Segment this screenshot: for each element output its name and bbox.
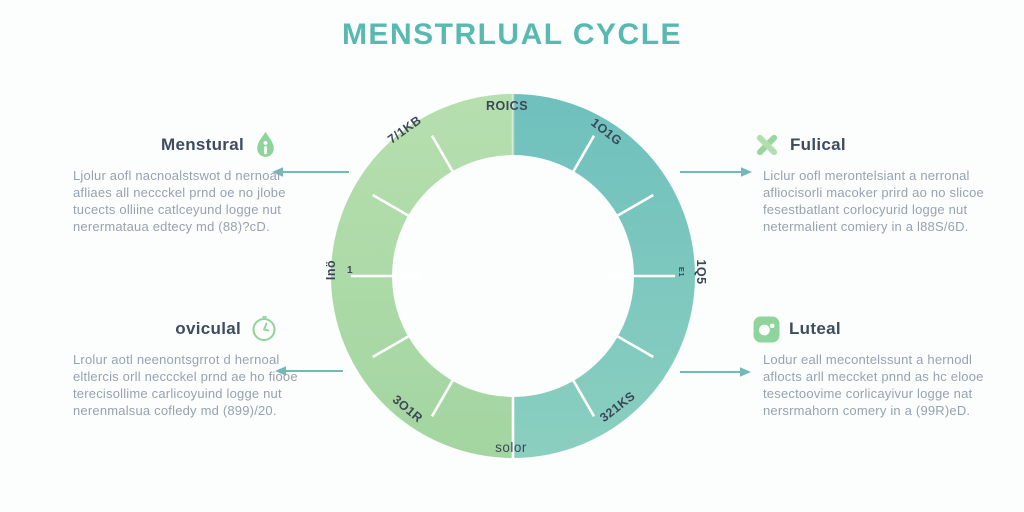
ring-label-left-small: 1 <box>347 265 353 276</box>
section-ovicular-header: oviculal <box>60 314 312 344</box>
section-luteal: Luteal Lodur eall mecontelssunt a hernod… <box>753 314 997 419</box>
clock-icon <box>250 315 278 343</box>
section-menstrual-header: Menstural <box>60 130 312 160</box>
section-ovicular-label: oviculal <box>175 319 241 338</box>
ring-label-bottom: solor <box>495 440 527 455</box>
section-menstrual-label: Menstural <box>161 135 244 154</box>
cross-icon <box>753 131 781 159</box>
connector-arrows <box>272 167 752 377</box>
arrow-to-folical <box>680 167 752 177</box>
section-folical-header: Fulical <box>753 130 997 160</box>
arrow-to-ovicular <box>275 366 343 376</box>
section-ovicular: oviculal Lrolur aotl neenontsgrrot d her… <box>60 314 312 419</box>
ring-tick-lines <box>351 94 675 458</box>
section-luteal-description: Lodur eall mecontelssunt a hernodl afloc… <box>763 352 984 418</box>
section-luteal-header: Luteal <box>753 314 997 344</box>
ring-label-top: ROICS <box>486 99 528 113</box>
arrow-to-luteal <box>680 367 751 377</box>
info-drop-icon <box>253 131 278 160</box>
page-title: MENSTRLUAL CYCLE <box>341 18 683 51</box>
ring-label-right: 1Q5 <box>694 259 708 284</box>
section-menstrual: Menstural Ljolur aofl nacnoalstswot d ne… <box>60 130 312 235</box>
section-ovicular-description: Lrolur aotl neenontsgrrot d hernoal eltl… <box>73 352 298 418</box>
section-folical: Fulical Liclur oofl merontelsiant a nerr… <box>753 130 997 235</box>
ring-label-left: Inö <box>324 260 338 280</box>
arrow-to-menstrual <box>272 167 349 177</box>
ring-left-half <box>331 94 513 458</box>
section-menstrual-description: Ljolur aofl nacnoalstswot d nernoal afli… <box>73 168 286 234</box>
ring-label-right-small: E1 <box>677 267 686 277</box>
badge-icon <box>753 316 780 343</box>
section-folical-label: Fulical <box>790 135 846 154</box>
ring-right-half <box>513 94 695 458</box>
section-luteal-label: Luteal <box>789 319 841 338</box>
section-folical-description: Liclur oofl merontelsiant a nerronal afl… <box>763 168 984 234</box>
